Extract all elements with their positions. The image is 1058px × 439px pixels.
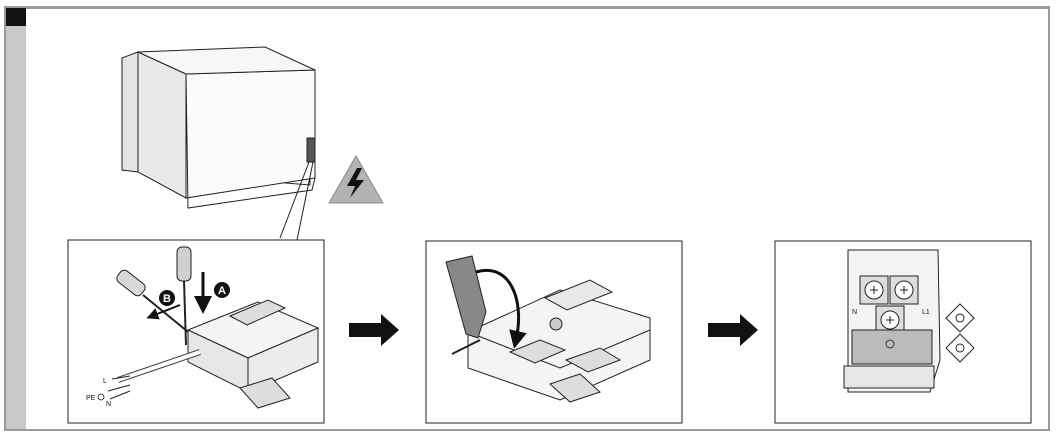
callout-b-label: B (163, 293, 171, 305)
panel-terminal-block-step: N L1 (774, 240, 1032, 424)
terminal-block-open (467, 279, 651, 403)
callout-b: B (159, 290, 175, 306)
terminal-block-top-view (843, 249, 975, 393)
terminal-label-l1: L1 (922, 309, 930, 316)
wire-label-n: N (106, 401, 111, 408)
appliance-illustration (121, 46, 316, 241)
step-b-arrow (146, 304, 181, 320)
rotation-arrow (475, 268, 527, 349)
panel-terminal-cover-step (425, 240, 683, 424)
terminal-cover-lever (445, 255, 487, 355)
wire-label-l: L (103, 378, 107, 385)
terminal-label-n: N (852, 309, 857, 316)
earth-symbol-icon (885, 339, 895, 349)
frame-side-band (6, 9, 26, 429)
next-step-arrow-2 (708, 314, 758, 346)
power-cable (107, 349, 201, 400)
callout-a: A (214, 282, 230, 298)
wire-label-pe: PE (86, 395, 96, 402)
ground-symbol-icon (97, 393, 105, 401)
screwdriver-vertical (176, 246, 192, 346)
panel-wiring-step: A B L PE N (67, 239, 325, 424)
callout-a-label: A (218, 285, 226, 297)
terminal-box (186, 299, 320, 409)
next-step-arrow-1 (349, 314, 399, 346)
screwdriver-angled (116, 269, 194, 337)
electrical-hazard-icon (328, 154, 384, 204)
corner-marker (6, 8, 26, 26)
